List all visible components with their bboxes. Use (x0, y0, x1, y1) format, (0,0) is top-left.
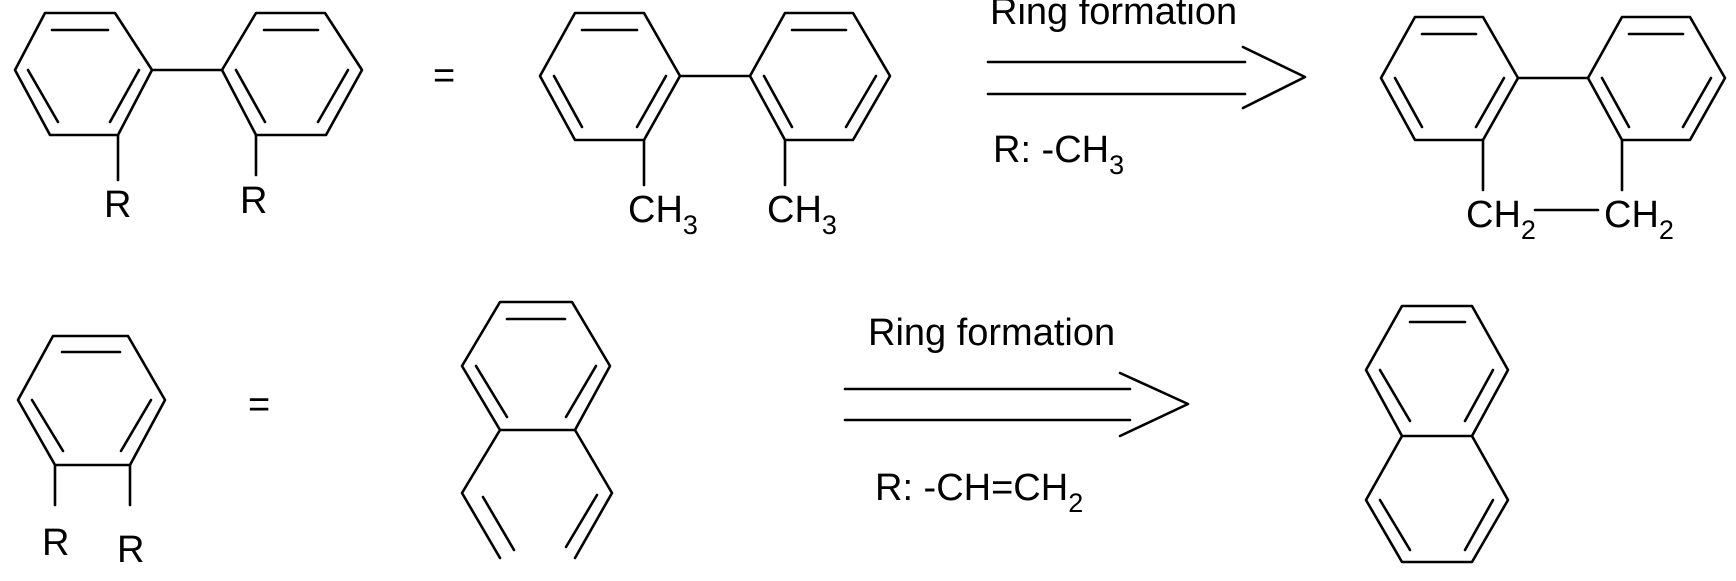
arrow-caption-bottom: R: -CH=CH2 (875, 467, 1083, 518)
double-arrow-shaft (845, 389, 1130, 420)
dimethylbiphenyl: CH3 CH3 (540, 13, 890, 240)
naphthalene-ring-top (1366, 306, 1508, 436)
methyl-label: CH3 (767, 189, 837, 240)
vinyl-bond-right (566, 430, 612, 558)
equals-sign: = (248, 384, 270, 426)
benzene-ring-left (540, 13, 680, 140)
naphthalene-ring-bottom (1366, 436, 1508, 562)
methylene-label: CH2 (1466, 194, 1536, 245)
benzene-ring-right (750, 13, 890, 140)
benzene-ring-left-inner-bonds (554, 30, 666, 127)
r-group-label: R (240, 180, 267, 222)
double-arrow-head (1120, 373, 1188, 436)
naphthalene-ring-bottom-inner-bonds (1380, 500, 1493, 550)
arrow-caption-bottom: R: -CH3 (993, 129, 1124, 180)
double-arrow-head (1243, 47, 1305, 108)
naphthalene (1366, 306, 1508, 562)
reaction-arrow: Ring formation R: -CH=CH2 (845, 312, 1188, 518)
benzene-ring-inner-bonds (32, 352, 151, 451)
equals-sign: = (433, 55, 455, 97)
vinyl-bond-left (462, 430, 514, 558)
benzene-ring-right-inner-bonds (764, 30, 876, 127)
reaction-arrow: Ring formation R: -CH3 (988, 0, 1305, 180)
benzene-ring-left (1381, 17, 1518, 140)
benzene-ring-right (1588, 17, 1725, 140)
arrow-caption-top: Ring formation (990, 0, 1237, 33)
ortho-disubstituted-benzene: R R (18, 336, 165, 571)
benzene-ring-inner-bonds (476, 319, 596, 417)
arrow-caption-top: Ring formation (868, 312, 1115, 354)
methylene-label: CH2 (1604, 194, 1674, 245)
benzene-ring (18, 336, 165, 465)
dihydrophenanthrene: CH2 CH2 (1381, 17, 1725, 245)
benzene-ring-left-inner-bonds (1395, 34, 1504, 127)
r-group-label: R (117, 529, 144, 571)
naphthalene-ring-top-inner-bonds (1380, 322, 1493, 421)
divinylbenzene (462, 302, 612, 558)
r-group-label: R (104, 184, 131, 226)
benzene-ring (462, 302, 610, 430)
double-arrow-shaft (988, 62, 1245, 94)
biphenyl-with-r-groups: R R (15, 13, 362, 226)
benzene-ring-left-inner-bonds (28, 30, 139, 122)
benzene-ring-right-inner-bonds (236, 30, 348, 122)
methyl-label: CH3 (628, 189, 698, 240)
benzene-ring-right-inner-bonds (1602, 34, 1711, 127)
r-group-label: R (42, 522, 69, 564)
